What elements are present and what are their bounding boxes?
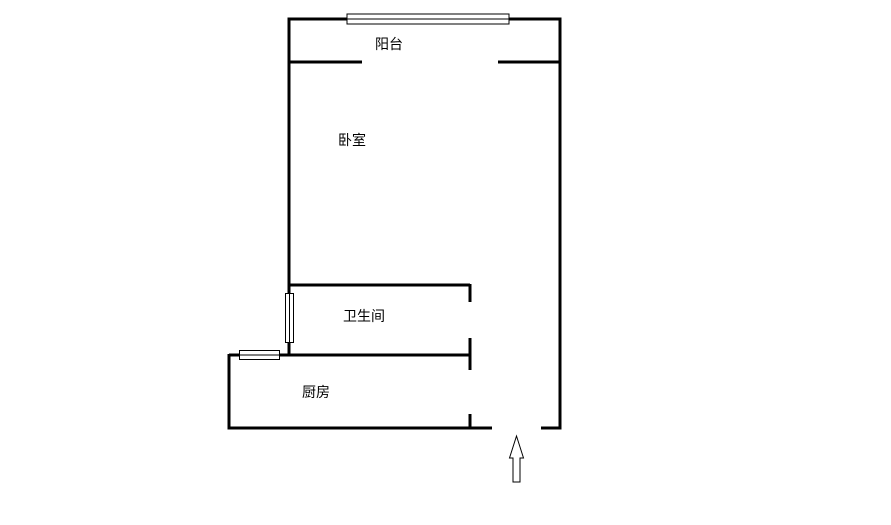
kitchen-outer-wall bbox=[227, 354, 492, 430]
windows bbox=[239, 13, 510, 360]
outer-wall bbox=[287, 17, 562, 430]
entrance-arrow-icon bbox=[508, 434, 525, 483]
walls bbox=[227, 17, 562, 430]
room-label-bedroom: 卧室 bbox=[338, 133, 366, 149]
room-label-kitchen: 厨房 bbox=[302, 385, 330, 401]
room-label-bathroom: 卫生间 bbox=[343, 309, 385, 325]
room-label-balcony: 阳台 bbox=[375, 37, 403, 53]
